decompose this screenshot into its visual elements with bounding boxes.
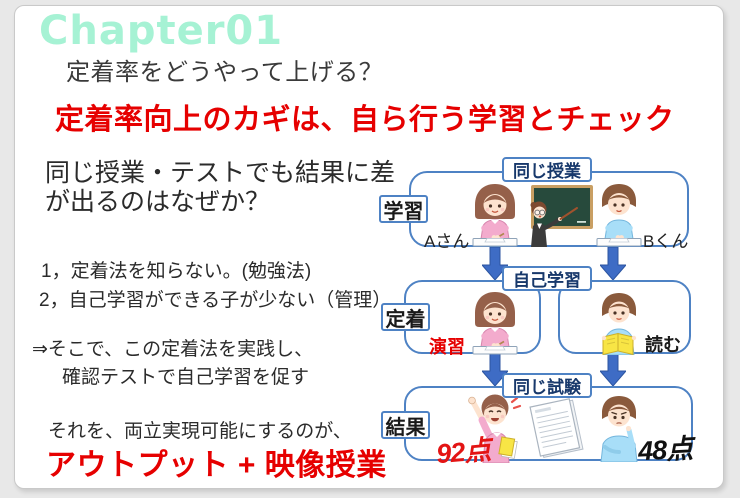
problem-line2: が出るのはなぜか？ [45, 188, 271, 216]
student-b-name: Bくん [643, 232, 689, 251]
arrow-down-right-1-icon [598, 246, 628, 285]
boy-disappointed-icon [593, 394, 645, 463]
teacher-blackboard-icon [521, 185, 593, 247]
solution-line2: 確認テストで自己学習を促す [62, 367, 310, 388]
conclusion-lead: それを、両立実現可能にするのが、 [48, 421, 352, 442]
girl-celebrating-icon [455, 389, 529, 464]
score-b-label: 48点 [637, 433, 693, 467]
problem-statement: 同じ授業・テストでも結果に差 が出るのはなぜか？ [45, 159, 395, 217]
chapter-title: Chapter01 [39, 8, 284, 54]
boy-reading-book-icon [591, 291, 647, 356]
side-chip-retention-label: 定着 [385, 308, 426, 331]
arrow-down-left-1-icon [480, 246, 510, 285]
side-chip-result-label: 結果 [385, 416, 426, 439]
stage-chip-same-test-label: 同じ試験 [513, 378, 581, 397]
girl-practicing-icon [467, 289, 523, 355]
conclusion-main: アウトプット + 映像授業 [46, 449, 387, 482]
method-read-label: 読む [645, 335, 681, 355]
key-message: 定着率向上のカギは、自ら行う学習とチェック [55, 104, 675, 136]
reason-item-2: 2，自己学習ができる子が少ない（管理） [39, 290, 392, 311]
stage-chip-self-study: 自己学習 [502, 266, 592, 291]
side-chip-result: 結果 [381, 411, 430, 439]
test-paper-icon [521, 398, 593, 458]
score-a-label: 92点 [435, 434, 492, 470]
arrow-down-left-2-icon [480, 353, 510, 391]
problem-line1: 同じ授業・テストでも結果に差 [45, 159, 396, 187]
girl-student-writing-icon [467, 181, 523, 247]
stage-chip-same-test: 同じ試験 [502, 373, 592, 398]
solution-line1: ⇒そこで、この定着法を実践し、 [32, 339, 314, 360]
slide-subtitle: 定着率をどうやって上げる？ [66, 59, 384, 86]
boy-student-desk-icon [593, 181, 645, 247]
presentation-slide: Chapter01 定着率をどうやって上げる？ 定着率向上のカギは、自ら行う学習… [14, 5, 724, 489]
student-a-name: Aさん [424, 232, 470, 251]
side-chip-learning: 学習 [379, 195, 428, 223]
side-chip-learning-label: 学習 [383, 200, 424, 223]
stage-chip-same-class: 同じ授業 [502, 157, 592, 182]
stage-chip-same-class-label: 同じ授業 [513, 162, 581, 181]
side-chip-retention: 定着 [381, 303, 430, 331]
reason-item-1: 1，定着法を知らない。(勉強法) [41, 261, 312, 282]
arrow-down-right-2-icon [598, 353, 628, 391]
stage-chip-self-study-label: 自己学習 [513, 271, 581, 290]
method-practice-label: 演習 [429, 337, 465, 357]
